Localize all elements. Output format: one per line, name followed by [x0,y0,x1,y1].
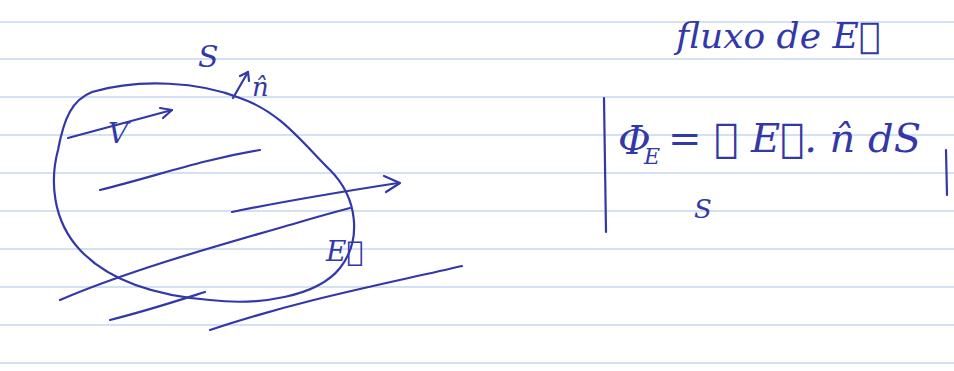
closed-surface [54,83,354,301]
flux-subscript: E [644,146,660,168]
ruled-lines [0,22,954,363]
margin-stroke [946,150,947,195]
normal-label: n̂ [252,74,269,100]
normal-vector [233,72,249,98]
heading-note: fluxo de E⃗ [676,18,880,54]
flux-formula: = ∮ E⃗. n̂ dS [668,118,921,158]
surface-label: S [198,42,219,72]
field-label: E⃗ [326,238,363,266]
field-lines [60,108,462,330]
surface-subscript: S [694,196,712,222]
bracket-line [604,98,606,232]
surface-region: V [60,90,355,300]
volume-label: V [108,120,128,148]
